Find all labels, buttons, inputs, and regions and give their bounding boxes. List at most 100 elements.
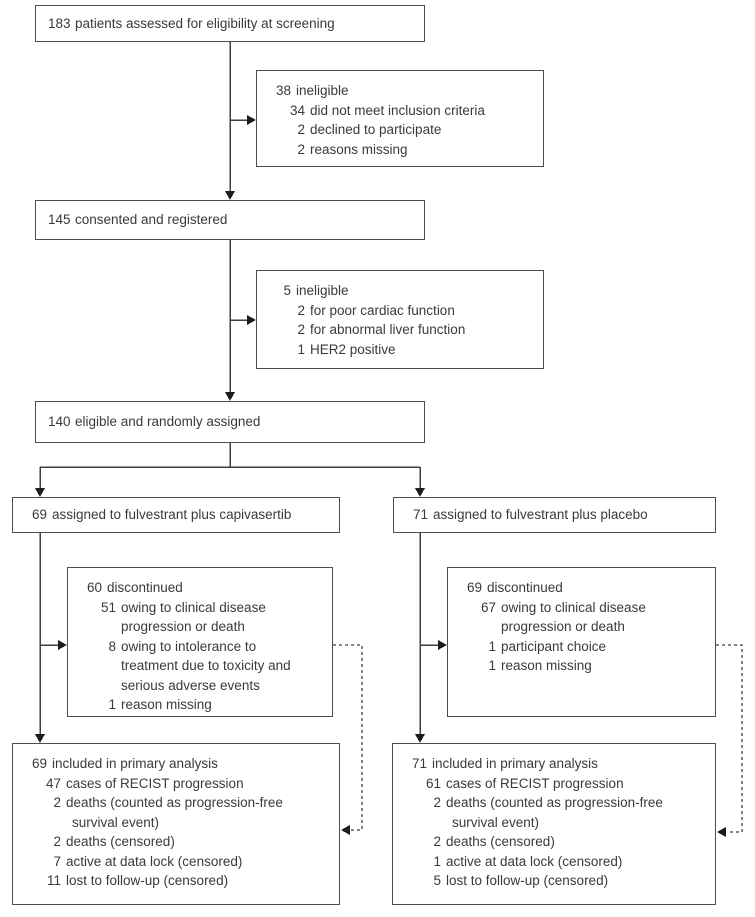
line-text: for poor cardiac function bbox=[310, 302, 455, 318]
line-text: HER2 positive bbox=[310, 341, 396, 357]
line-text: declined to participate bbox=[310, 122, 442, 137]
flow-line: 34 did not meet inclusion criteria bbox=[288, 101, 535, 121]
line-text: discontinued bbox=[107, 580, 183, 595]
line-count: 69 bbox=[31, 756, 47, 771]
line-count: 71 bbox=[411, 756, 427, 771]
line-text: active at data lock (censored) bbox=[446, 853, 623, 869]
patient-count: 140 bbox=[48, 414, 71, 430]
line-count: 5 bbox=[433, 873, 441, 888]
line-text: survival event) bbox=[452, 814, 540, 830]
flow-line: 47 cases of RECIST progression bbox=[44, 774, 331, 794]
line-count: 51 bbox=[100, 599, 116, 615]
flow-line: 2 deaths (censored) bbox=[44, 832, 331, 852]
flow-line: 1 reason missing bbox=[99, 695, 324, 715]
line-text: progression or death bbox=[121, 619, 245, 634]
line-count: 2 bbox=[53, 834, 61, 849]
line-text: reason missing bbox=[121, 697, 212, 712]
flow-line: 5 lost to follow-up (censored) bbox=[424, 871, 707, 891]
box-label: patients assessed for eligibility at scr… bbox=[75, 15, 335, 31]
flow-line: 71 included in primary analysis bbox=[405, 754, 707, 774]
box-label: assigned to fulvestrant plus placebo bbox=[433, 507, 648, 523]
line-text: cases of RECIST progression bbox=[446, 775, 624, 791]
line-text: did not meet inclusion criteria bbox=[310, 102, 485, 118]
line-count: 1 bbox=[297, 341, 305, 357]
flow-line: 1 HER2 positive bbox=[288, 340, 535, 360]
line-text: active at data lock (censored) bbox=[66, 853, 243, 869]
line-count: 67 bbox=[480, 599, 496, 615]
line-count: 34 bbox=[289, 102, 305, 118]
flow-line: progression or death bbox=[501, 617, 707, 637]
patient-count: 183 bbox=[48, 15, 71, 31]
line-count: 61 bbox=[425, 775, 441, 791]
line-text: ineligible bbox=[296, 83, 349, 98]
arrowheads bbox=[35, 115, 726, 837]
flow-line: treatment due to toxicity and bbox=[121, 656, 324, 676]
flow-line: 61 cases of RECIST progression bbox=[424, 774, 707, 794]
line-text: ineligible bbox=[296, 283, 349, 298]
line-text: cases of RECIST progression bbox=[66, 775, 244, 791]
dashed-connector-lines bbox=[333, 644, 743, 833]
line-text: reason missing bbox=[501, 658, 592, 673]
line-text: deaths (censored) bbox=[446, 834, 555, 849]
flow-line: 60 discontinued bbox=[80, 578, 324, 598]
line-count: 1 bbox=[108, 697, 116, 712]
line-text: deaths (censored) bbox=[66, 834, 175, 849]
flow-line: 8 owing to intolerance to bbox=[99, 637, 324, 657]
line-text: participant choice bbox=[501, 638, 607, 654]
line-count: 2 bbox=[53, 795, 61, 810]
line-count: 1 bbox=[488, 638, 496, 654]
flow-line: 2 deaths (counted as progression-free bbox=[44, 793, 331, 813]
box-label: consented and registered bbox=[75, 212, 228, 228]
box-label: eligible and randomly assigned bbox=[75, 414, 261, 430]
patient-count: 69 bbox=[31, 507, 47, 523]
line-count: 8 bbox=[108, 638, 116, 654]
line-text: deaths (counted as progression-free bbox=[446, 795, 663, 810]
box-analysis-placebo: 71 included in primary analysis 61 cases of… bbox=[392, 743, 716, 905]
line-text: reasons missing bbox=[310, 141, 408, 157]
line-text: treatment due to toxicity and bbox=[121, 658, 291, 673]
flow-line: 67 owing to clinical disease bbox=[479, 598, 707, 618]
line-text: for abnormal liver function bbox=[310, 322, 466, 337]
line-text: owing to intolerance to bbox=[121, 638, 257, 654]
box-arm-placebo: 71 assigned to fulvestrant plus placebo bbox=[393, 497, 716, 533]
flow-line: serious adverse events bbox=[121, 676, 324, 696]
line-text: included in primary analysis bbox=[432, 756, 598, 771]
line-text: lost to follow-up (censored) bbox=[66, 873, 229, 888]
line-text: deaths (counted as progression-free bbox=[66, 795, 283, 810]
flow-line: 69 included in primary analysis bbox=[25, 754, 331, 774]
line-text: owing to clinical disease bbox=[501, 599, 646, 615]
flow-line: 2 for abnormal liver function bbox=[288, 320, 535, 340]
flow-line: survival event) bbox=[72, 813, 331, 833]
line-count: 1 bbox=[433, 853, 441, 869]
flow-line: 2 declined to participate bbox=[288, 120, 535, 140]
line-count: 47 bbox=[45, 775, 61, 791]
flow-line: 1 participant choice bbox=[479, 637, 707, 657]
line-count: 60 bbox=[86, 580, 102, 595]
patient-count: 71 bbox=[412, 507, 428, 523]
line-count: 7 bbox=[53, 853, 61, 869]
line-count: 2 bbox=[297, 122, 305, 137]
line-count: 2 bbox=[297, 141, 305, 157]
line-count: 2 bbox=[297, 322, 305, 337]
flow-line: 1 active at data lock (censored) bbox=[424, 852, 707, 872]
line-text: lost to follow-up (censored) bbox=[446, 873, 609, 888]
line-text: included in primary analysis bbox=[52, 756, 218, 771]
